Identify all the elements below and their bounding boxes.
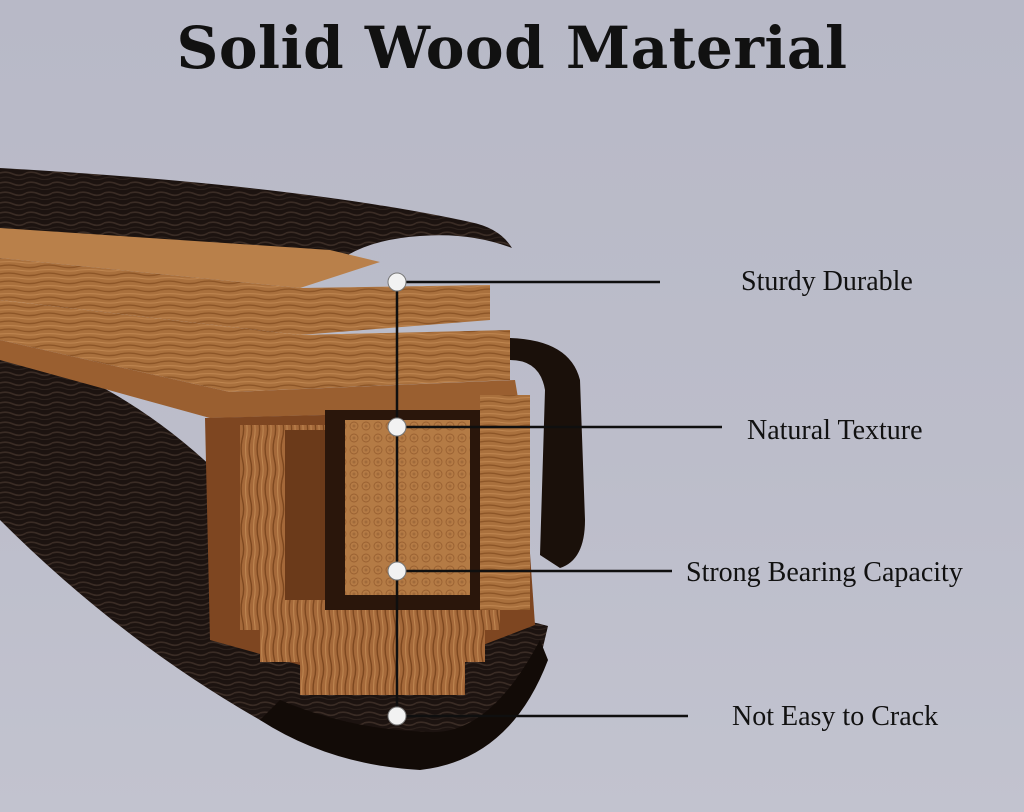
page-title: Solid Wood Material [176,14,848,82]
end-face-bottom-strip [260,612,485,662]
feature-label-not-easy-crack: Not Easy to Crack [732,701,939,732]
marker-dot-texture [387,417,407,437]
feature-label-natural-texture: Natural Texture [747,415,923,446]
board-top-4 [0,340,520,418]
end-face-core-side [480,395,530,610]
marker-dot-crack [387,706,407,726]
bark-right-piece [510,338,585,568]
end-face-core [345,420,470,595]
marker-dot-sturdy [387,272,407,292]
feature-label-sturdy-durable: Sturdy Durable [741,266,913,297]
marker-dots [387,272,407,726]
board-top-1 [0,228,380,288]
end-face-bottom-strip-2 [300,655,465,695]
marker-dot-bearing [387,561,407,581]
bark-bottom-lip [260,640,548,770]
board-top-3 [0,300,510,392]
board-top-2 [0,258,490,335]
leader-lines [395,280,722,718]
feature-label-strong-bearing: Strong Bearing Capacity [686,557,963,588]
